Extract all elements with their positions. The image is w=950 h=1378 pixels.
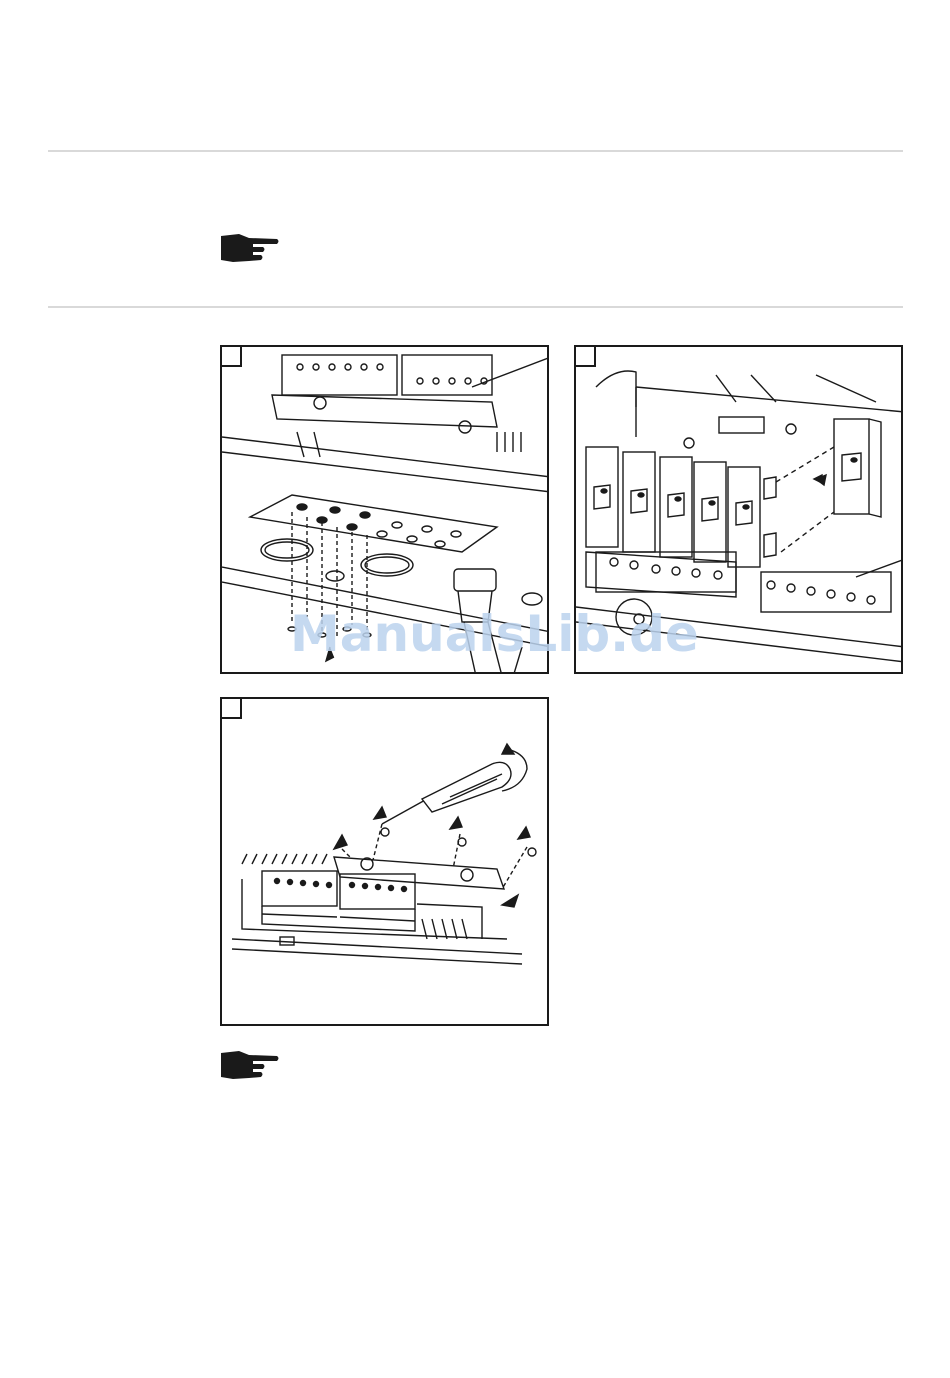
screwdriver-illustration xyxy=(222,699,549,1026)
figure-panel-3 xyxy=(220,697,549,1026)
section-divider xyxy=(48,306,903,308)
pointing-hand-icon xyxy=(219,1049,281,1081)
panel-number xyxy=(576,347,596,367)
pointing-hand-icon xyxy=(219,232,281,264)
panel-number xyxy=(222,347,242,367)
top-divider xyxy=(48,150,903,152)
watermark: ManualsLib.de xyxy=(290,605,690,663)
panel-number xyxy=(222,699,242,719)
